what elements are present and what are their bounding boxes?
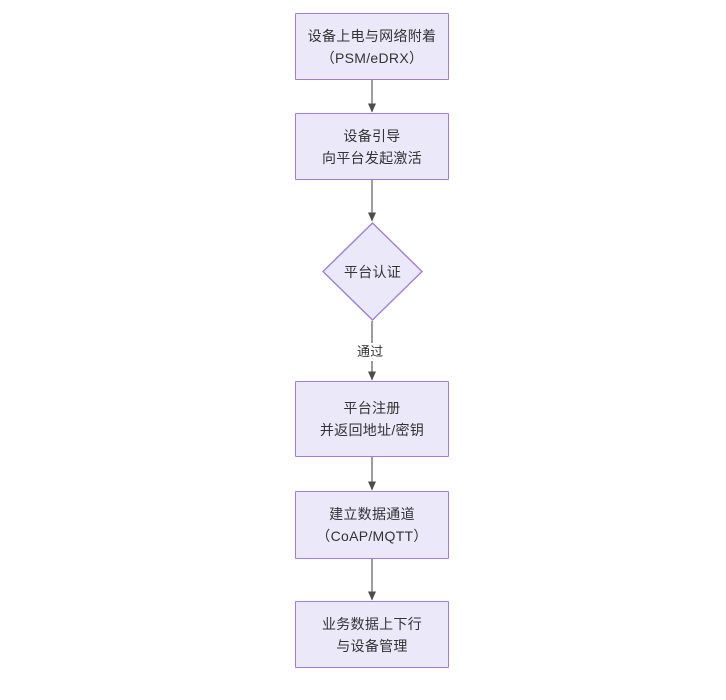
node-business-data-and-device-management[interactable]: 业务数据上下行 与设备管理 <box>295 601 449 668</box>
edge-label-pass: 通过 <box>355 343 386 361</box>
node-establish-data-channel[interactable]: 建立数据通道 （CoAP/MQTT） <box>295 491 449 559</box>
node-label: 建立数据通道 （CoAP/MQTT） <box>316 506 428 544</box>
node-label: 设备上电与网络附着 （PSM/eDRX） <box>307 27 437 66</box>
diamond-shape <box>322 222 423 321</box>
node-platform-registration[interactable]: 平台注册 并返回地址/密钥 <box>295 381 449 457</box>
node-platform-authentication[interactable]: 平台认证 <box>322 222 423 321</box>
node-label: 平台注册 并返回地址/密钥 <box>319 400 425 438</box>
node-label: 设备引导 向平台发起激活 <box>321 127 423 166</box>
node-label: 业务数据上下行 与设备管理 <box>321 615 423 654</box>
node-device-bootstrap[interactable]: 设备引导 向平台发起激活 <box>295 113 449 180</box>
node-label: 平台认证 <box>343 263 402 280</box>
node-device-power-on[interactable]: 设备上电与网络附着 （PSM/eDRX） <box>295 13 449 80</box>
